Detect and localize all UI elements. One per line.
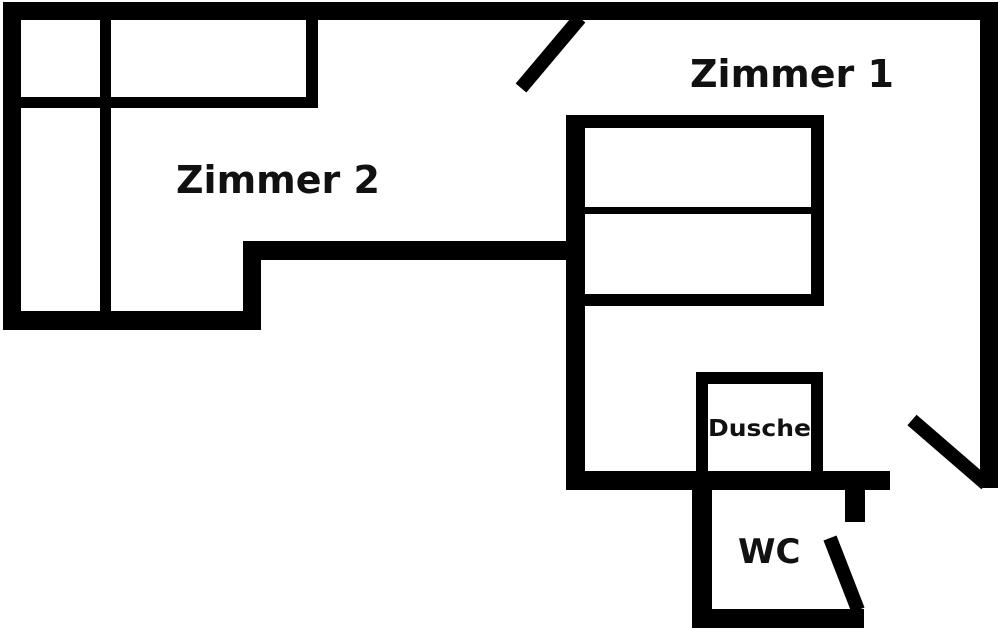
cabinet-divider-horizontal [3, 97, 318, 108]
label-wc: WC [738, 532, 800, 572]
door-zimmer1-top [515, 13, 586, 93]
wc-bottom [692, 609, 864, 628]
wardrobe-bottom [566, 294, 824, 306]
wardrobe-top [566, 115, 824, 128]
dusche-left [696, 372, 708, 482]
dusche-top [696, 372, 823, 384]
wc-left [692, 471, 712, 628]
wall-top [3, 2, 998, 20]
label-dusche: Dusche [708, 416, 811, 442]
wc-stub [845, 490, 865, 522]
wardrobe-middle [566, 207, 824, 214]
wall-left [3, 2, 21, 330]
wall-zimmer2-bottom [3, 311, 261, 330]
wall-step-horizontal [243, 241, 585, 260]
door-zimmer1-right [907, 414, 991, 490]
wall-right [980, 2, 998, 488]
label-zimmer1: Zimmer 1 [690, 52, 894, 96]
cabinet-divider-vertical [100, 2, 111, 330]
wall-zimmer1-bottom [566, 471, 890, 490]
cabinet-right-edge [306, 2, 318, 108]
door-wc [823, 535, 865, 613]
dusche-right [811, 372, 823, 482]
wall-step-vertical [243, 241, 261, 330]
label-zimmer2: Zimmer 2 [176, 158, 380, 202]
